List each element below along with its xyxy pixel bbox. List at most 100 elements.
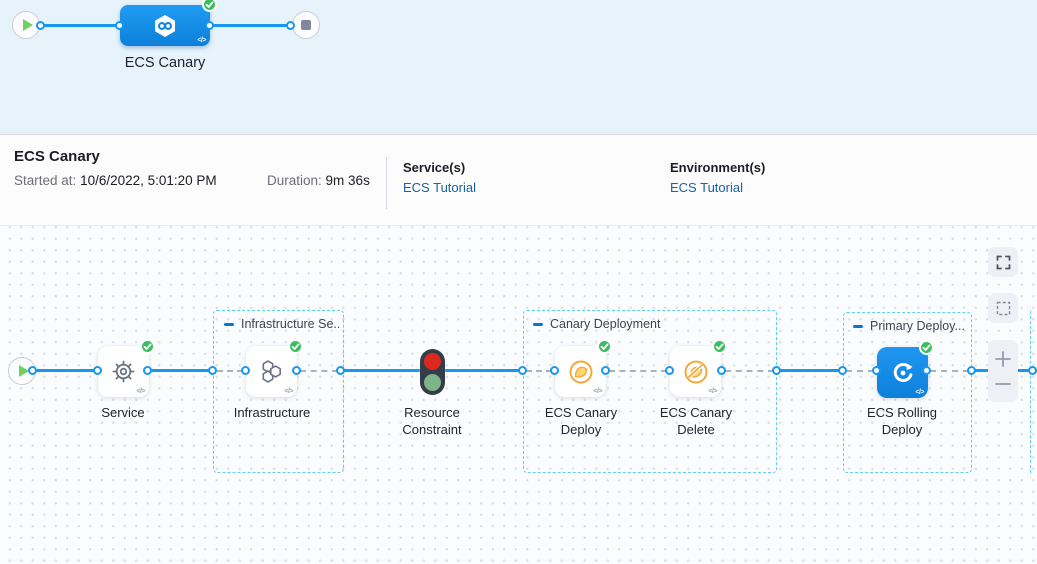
step-node-ecs-canary-deploy[interactable]: </> <box>555 339 612 397</box>
edge <box>779 369 841 372</box>
play-icon <box>18 365 29 377</box>
edge-dashed <box>526 370 552 372</box>
environments-label: Environment(s) <box>670 160 766 175</box>
group-label-text: Infrastructure Se... <box>241 317 339 331</box>
success-check-icon <box>712 339 727 354</box>
connector-port <box>93 366 102 375</box>
traffic-light-green <box>424 374 441 391</box>
connector-port <box>872 366 881 375</box>
success-check-icon <box>597 339 612 354</box>
rolling-deploy-icon <box>893 362 912 382</box>
step-label: ECS Canary Deploy <box>544 405 618 437</box>
success-check-icon <box>202 0 217 12</box>
edge-dashed <box>725 370 774 372</box>
connector-port <box>143 366 152 375</box>
gear-icon <box>112 360 135 383</box>
group-canary-deployment <box>523 310 777 473</box>
code-icon: </> <box>284 388 293 395</box>
connector-port <box>28 366 37 375</box>
pipeline-start-node <box>12 11 40 39</box>
collapse-icon[interactable] <box>224 322 234 326</box>
zoom-out-button[interactable] <box>994 375 1012 393</box>
marquee-select-button[interactable] <box>988 293 1018 323</box>
step-node-ecs-canary-delete[interactable]: </> <box>670 339 727 397</box>
edge <box>36 369 98 372</box>
connector-port <box>838 366 847 375</box>
step-label: Resource Constraint <box>402 405 462 437</box>
group-next-partial-border <box>1030 311 1031 473</box>
step-node-infrastructure[interactable]: </> <box>246 339 303 397</box>
edge-dashed <box>217 370 243 372</box>
code-icon: </> <box>136 388 145 395</box>
edge <box>40 24 117 27</box>
success-check-icon <box>140 339 155 354</box>
play-icon <box>22 19 33 31</box>
step-node-service[interactable]: </> <box>98 339 155 397</box>
edge-dashed <box>609 370 667 372</box>
step-node-resource-constraint[interactable] <box>420 349 445 395</box>
edge-dashed <box>300 370 338 372</box>
dashed-square-icon <box>996 301 1010 315</box>
code-icon: </> <box>197 37 206 44</box>
connector-port <box>601 366 610 375</box>
stop-icon <box>301 20 311 30</box>
services-link[interactable]: ECS Tutorial <box>403 180 476 195</box>
divider <box>386 157 387 209</box>
edge <box>343 369 420 372</box>
step-label: ECS Canary Delete <box>659 405 733 437</box>
success-check-icon <box>919 340 934 355</box>
connector-port <box>550 366 559 375</box>
connector-port <box>772 366 781 375</box>
environments-link[interactable]: ECS Tutorial <box>670 180 743 195</box>
connector-port <box>292 366 301 375</box>
edge <box>213 24 288 27</box>
collapse-icon[interactable] <box>853 324 863 328</box>
stage-title: ECS Canary <box>14 148 100 165</box>
step-label: Service <box>101 405 145 420</box>
group-label-canary[interactable]: Canary Deployment <box>533 317 660 331</box>
stage-node-ecs-canary[interactable]: </> <box>120 0 217 46</box>
services-label: Service(s) <box>403 160 466 175</box>
duration-value: 9m 36s <box>325 173 370 188</box>
group-label-text: Canary Deployment <box>550 317 661 331</box>
started-label: Started at: <box>14 173 77 188</box>
connector-port <box>286 21 295 30</box>
stage-execution-canvas[interactable] <box>0 226 1037 564</box>
plus-icon <box>995 350 1011 367</box>
step-label: ECS Rolling Deploy <box>866 405 938 437</box>
started-at: Started at: 10/6/2022, 5:01:20 PM <box>14 173 217 188</box>
execution-summary-bar: ECS Canary Started at: 10/6/2022, 5:01:2… <box>0 134 1037 226</box>
started-value: 10/6/2022, 5:01:20 PM <box>80 173 217 188</box>
connector-port <box>967 366 976 375</box>
canary-icon <box>569 360 592 383</box>
edge-dashed <box>930 370 969 372</box>
connector-port <box>205 21 214 30</box>
edge <box>150 369 212 372</box>
zoom-controls <box>988 340 1018 402</box>
step-node-ecs-rolling-deploy[interactable]: </> <box>877 340 934 398</box>
connector-port <box>208 366 217 375</box>
edge <box>445 369 521 372</box>
duration-label: Duration: <box>267 173 322 188</box>
zoom-in-button[interactable] <box>994 350 1012 368</box>
connector-port <box>922 366 931 375</box>
corner-brackets-icon <box>996 255 1010 269</box>
connector-port <box>717 366 726 375</box>
collapse-icon[interactable] <box>533 322 543 326</box>
connector-port <box>665 366 674 375</box>
harness-stage-icon <box>155 14 175 37</box>
traffic-light-red <box>424 353 441 370</box>
code-icon: </> <box>593 388 602 395</box>
canary-crossed-icon <box>684 360 707 383</box>
fit-view-button[interactable] <box>988 247 1018 277</box>
connector-port <box>241 366 250 375</box>
stage-node-label: ECS Canary <box>124 55 206 71</box>
connector-port <box>1028 366 1037 375</box>
group-label-infrastructure[interactable]: Infrastructure Se... <box>224 317 339 331</box>
connector-port <box>336 366 345 375</box>
pipeline-end-node <box>292 11 320 39</box>
connector-port <box>36 21 45 30</box>
code-icon: </> <box>708 388 717 395</box>
group-label-primary[interactable]: Primary Deploy... <box>853 319 965 333</box>
connector-port <box>518 366 527 375</box>
